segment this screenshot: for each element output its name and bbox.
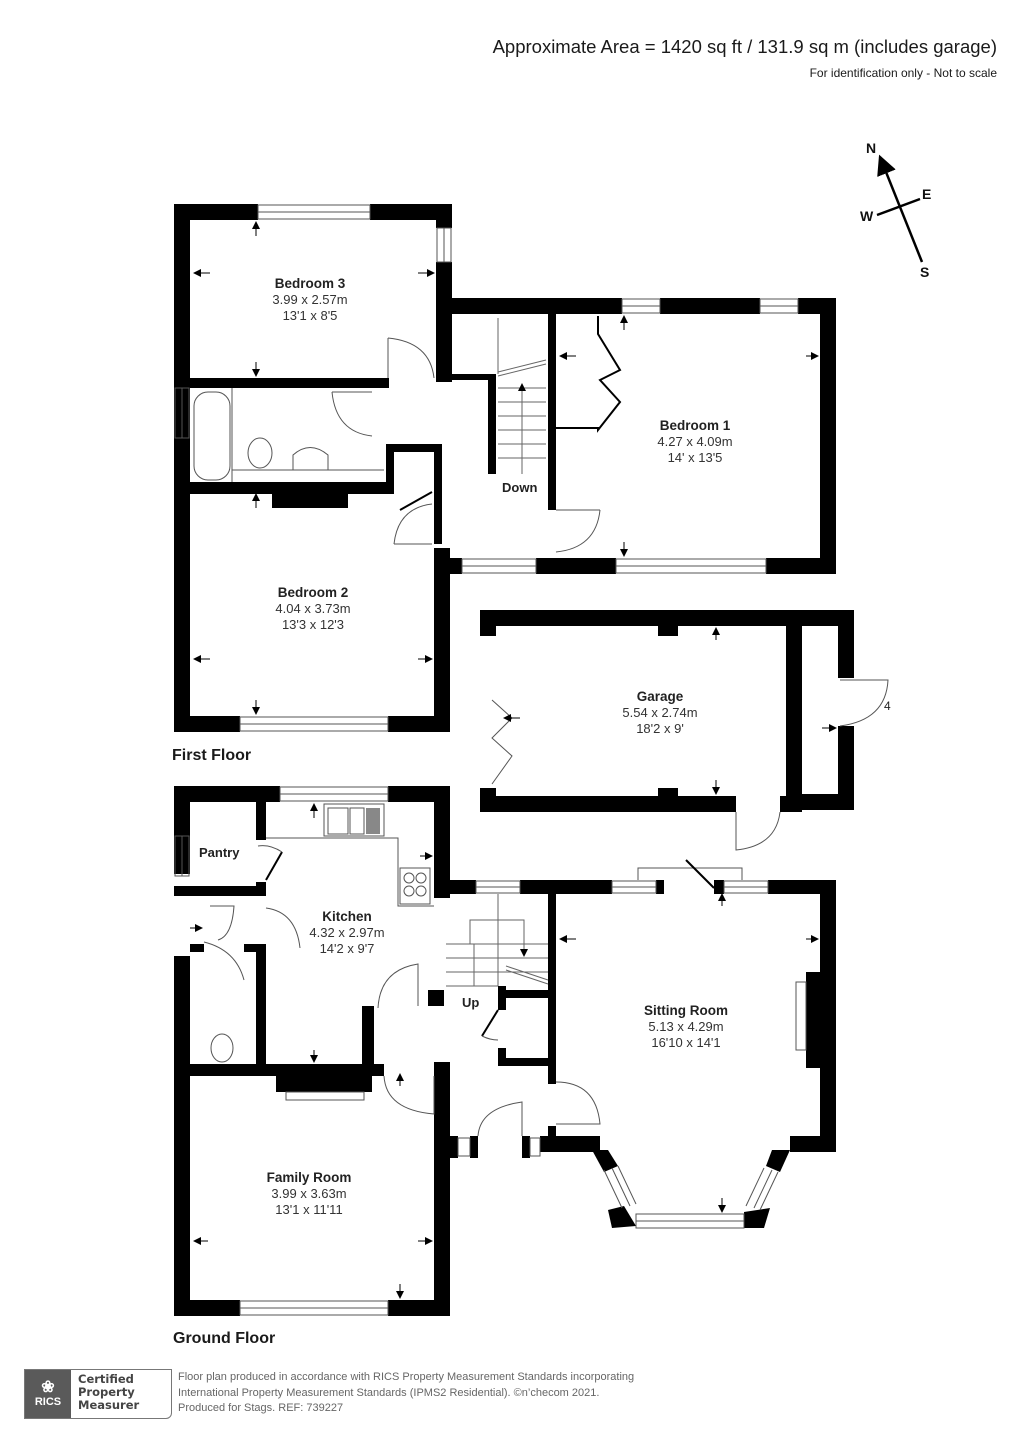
room-label-garage: Garage 5.54 x 2.74m 18'2 x 9' xyxy=(622,689,697,737)
room-label-kitchen: Kitchen 4.32 x 2.97m 14'2 x 9'7 xyxy=(309,909,384,957)
badge-line-3: Measurer xyxy=(78,1398,140,1412)
badge-line-1: Certified xyxy=(78,1372,134,1386)
room-metric: 3.99 x 3.63m xyxy=(271,1186,347,1201)
ground-floor-label: Ground Floor xyxy=(173,1330,276,1347)
room-imperial: 13'1 x 8'5 xyxy=(282,308,338,323)
compass-south-label: S xyxy=(920,264,930,280)
ground-floor-doors xyxy=(203,845,715,1137)
first-floor-windows xyxy=(174,204,799,732)
room-name: Kitchen xyxy=(322,909,372,924)
room-name: Bedroom 1 xyxy=(659,418,731,433)
first-floor-doors xyxy=(331,316,889,851)
compass-east-label: E xyxy=(922,186,932,202)
room-name: Bedroom 2 xyxy=(277,585,349,600)
room-label-bedroom-1: Bedroom 1 4.27 x 4.09m 14' x 13'5 xyxy=(657,418,732,466)
compass-icon xyxy=(876,154,924,263)
ground-floor-walls xyxy=(174,786,836,1316)
room-metric: 4.32 x 2.97m xyxy=(309,925,385,940)
garage-side-marker: 4 xyxy=(884,699,891,713)
room-imperial: 13'3 x 12'3 xyxy=(281,617,345,632)
rics-crest-icon: ❀ xyxy=(41,1379,55,1396)
footer-line-3: Produced for Stags. REF: 739227 xyxy=(178,1402,344,1414)
first-floor-walls xyxy=(174,204,854,812)
room-label-bedroom-3: Bedroom 3 3.99 x 2.57m 13'1 x 8'5 xyxy=(272,276,347,324)
room-imperial: 14' x 13'5 xyxy=(667,450,723,465)
compass-west-label: W xyxy=(860,208,874,224)
approximate-area-title: Approximate Area = 1420 sq ft / 131.9 sq… xyxy=(492,36,997,57)
room-name: Bedroom 3 xyxy=(274,276,346,291)
room-imperial: 18'2 x 9' xyxy=(636,721,684,736)
room-name: Family Room xyxy=(266,1170,352,1185)
room-name: Garage xyxy=(636,689,684,704)
room-imperial: 13'1 x 11'11 xyxy=(275,1202,343,1217)
rics-brand: RICS xyxy=(34,1396,62,1408)
room-label-sitting-room: Sitting Room 5.13 x 4.29m 16'10 x 14'1 xyxy=(644,1003,728,1051)
rics-badge-text: Certified Property Measurer xyxy=(71,1370,171,1418)
room-metric: 3.99 x 2.57m xyxy=(272,292,348,307)
room-imperial: 14'2 x 9'7 xyxy=(319,941,375,956)
compass-north-label: N xyxy=(866,140,877,156)
badge-line-2: Property xyxy=(78,1385,135,1399)
ground-floor-windows xyxy=(174,786,807,1316)
measurement-arrows xyxy=(190,221,837,1299)
room-metric: 5.54 x 2.74m xyxy=(622,705,698,720)
scale-disclaimer: For identification only - Not to scale xyxy=(809,66,997,80)
room-name: Sitting Room xyxy=(644,1003,728,1018)
first-floor-stairs xyxy=(497,318,547,474)
bathroom-fixtures xyxy=(193,388,384,482)
room-imperial: 16'10 x 14'1 xyxy=(651,1035,721,1050)
footer-line-2: International Property Measurement Stand… xyxy=(178,1386,600,1399)
room-metric: 4.27 x 4.09m xyxy=(657,434,733,449)
pantry-label: Pantry xyxy=(199,845,240,860)
room-metric: 4.04 x 3.73m xyxy=(275,601,351,616)
kitchen-fixtures xyxy=(210,803,434,1063)
room-label-bedroom-2: Bedroom 2 4.04 x 3.73m 13'3 x 12'3 xyxy=(275,585,350,633)
rics-logo: ❀ RICS xyxy=(25,1370,71,1418)
footer-line-1: Floor plan produced in accordance with R… xyxy=(178,1371,635,1383)
stairs-up-label: Up xyxy=(462,995,480,1010)
room-metric: 5.13 x 4.29m xyxy=(648,1019,724,1034)
room-label-family-room: Family Room 3.99 x 3.63m 13'1 x 11'11 xyxy=(267,1170,352,1218)
first-floor-label: First Floor xyxy=(172,747,252,764)
ground-floor-stairs xyxy=(446,894,549,987)
footer-notes: Floor plan produced in accordance with R… xyxy=(178,1370,634,1417)
rics-certified-badge: ❀ RICS Certified Property Measurer xyxy=(24,1369,172,1419)
stairs-down-label: Down xyxy=(502,480,538,495)
